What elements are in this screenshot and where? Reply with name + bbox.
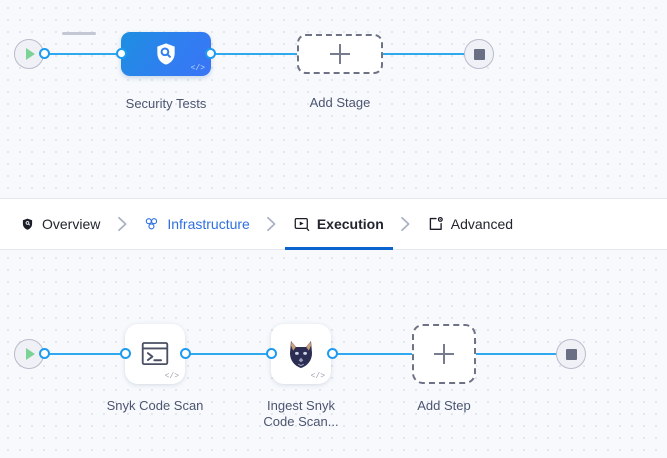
edge-start-to-snyk-code-scan — [45, 353, 127, 355]
tab-label-execution: Execution — [316, 216, 384, 232]
edge-ingest-to-add-step — [332, 353, 412, 355]
code-glyph-icon: </> — [164, 372, 179, 381]
stop-icon — [473, 48, 485, 60]
add-step-label: Add Step — [417, 398, 471, 413]
port-security-tests-output[interactable] — [205, 48, 216, 59]
code-glyph-icon: </> — [310, 372, 325, 381]
port-step-start-output[interactable] — [39, 348, 50, 359]
shield-search-icon — [157, 43, 175, 65]
tab-overview[interactable]: Overview — [10, 198, 109, 250]
tab-label-advanced: Advanced — [450, 216, 514, 232]
advanced-gear-icon — [428, 216, 444, 232]
pipeline-start-node[interactable] — [14, 39, 44, 69]
stop-icon — [565, 348, 577, 360]
plus-icon — [330, 44, 350, 64]
horizontal-scrollbar[interactable] — [62, 32, 96, 35]
port-start-output[interactable] — [39, 48, 50, 59]
edge-start-to-security-tests — [45, 53, 130, 55]
edge-security-tests-to-add-stage — [210, 53, 300, 55]
tab-separator-1 — [109, 216, 135, 232]
tab-infrastructure[interactable]: Infrastructure — [135, 198, 258, 250]
snyk-dog-icon — [290, 341, 312, 368]
port-ingest-input[interactable] — [266, 348, 277, 359]
stage-node-security-tests[interactable]: </> — [121, 32, 211, 76]
pipeline-end-node[interactable] — [464, 39, 494, 69]
terminal-icon — [141, 342, 169, 366]
pipeline-stage-canvas[interactable]: </> Security Tests Add Stage — [0, 0, 667, 198]
play-icon — [25, 348, 35, 360]
step-node-ingest-snyk-code-scan[interactable]: </> — [271, 324, 331, 384]
edge-add-stage-to-end — [378, 53, 476, 55]
pipeline-config-tabs: Overview Infrastructure — [0, 198, 667, 250]
stage-label-security-tests: Security Tests — [125, 96, 207, 111]
add-stage-button[interactable] — [297, 34, 383, 74]
step-label-snyk-code-scan: Snyk Code Scan — [106, 398, 204, 413]
step-label-ingest-snyk-code-scan: Ingest Snyk Code Scan... — [263, 398, 339, 429]
port-snyk-code-scan-input[interactable] — [120, 348, 131, 359]
plus-icon — [434, 344, 454, 364]
edge-snyk-code-scan-to-ingest — [185, 353, 273, 355]
add-step-button[interactable] — [412, 324, 476, 384]
edge-add-step-to-end — [476, 353, 564, 355]
tab-advanced[interactable]: Advanced — [419, 198, 522, 250]
tab-execution[interactable]: Execution — [284, 198, 393, 250]
step-end-node[interactable] — [556, 339, 586, 369]
play-icon — [25, 48, 35, 60]
tab-separator-3 — [393, 216, 419, 232]
add-stage-label: Add Stage — [309, 95, 371, 110]
tab-label-overview: Overview — [42, 216, 101, 232]
port-snyk-code-scan-output[interactable] — [180, 348, 191, 359]
pipeline-step-canvas[interactable]: </> Snyk Code Scan </> Ingest Snyk Code … — [0, 250, 667, 458]
code-glyph-icon: </> — [190, 64, 205, 73]
tab-separator-2 — [259, 216, 285, 232]
tab-label-infrastructure: Infrastructure — [167, 216, 250, 232]
infrastructure-icon — [144, 216, 160, 232]
execution-play-icon — [294, 216, 310, 232]
port-ingest-output[interactable] — [327, 348, 338, 359]
port-security-tests-input[interactable] — [116, 48, 127, 59]
step-node-snyk-code-scan[interactable]: </> — [125, 324, 185, 384]
shield-icon — [19, 216, 35, 232]
